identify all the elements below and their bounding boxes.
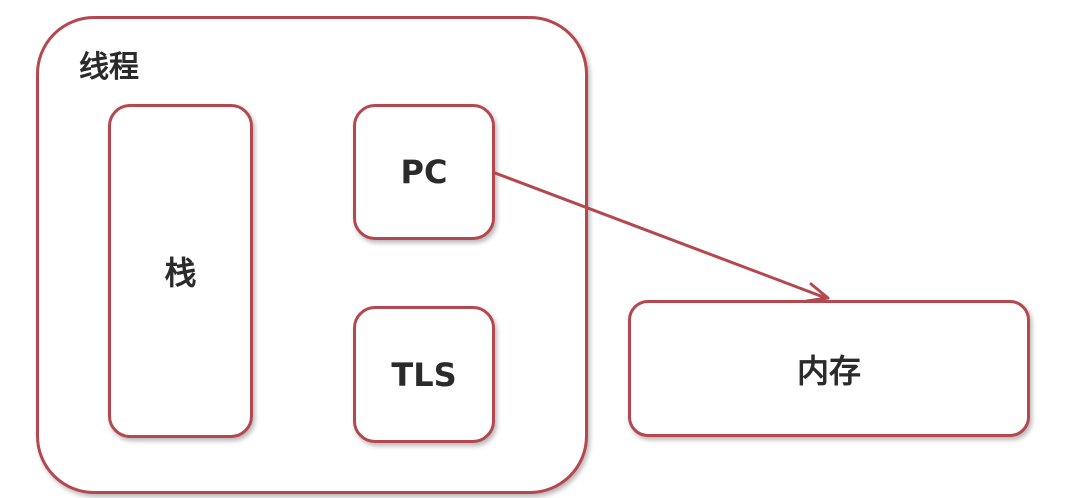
memory-label: 内存 xyxy=(796,351,861,390)
tls-label: TLS xyxy=(391,355,457,394)
stack-label: 栈 xyxy=(164,254,197,292)
thread-label: 线程 xyxy=(79,50,139,85)
pc-box: PC xyxy=(353,104,495,240)
arrowhead xyxy=(805,282,830,303)
pc-label: PC xyxy=(400,153,448,191)
stack-box: 栈 xyxy=(108,104,253,438)
tls-box: TLS xyxy=(353,306,495,443)
memory-box: 内存 xyxy=(628,300,1030,437)
